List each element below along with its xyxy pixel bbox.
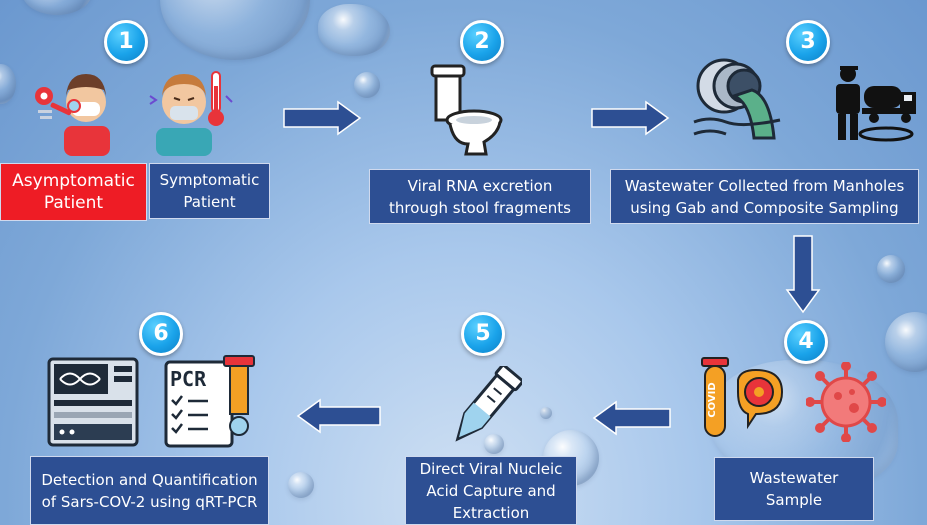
water-drop: [877, 255, 905, 283]
step-badge-1: 1: [104, 20, 148, 64]
arrow-right-2: [591, 100, 670, 136]
sample-tube-icon: COVID: [701, 357, 784, 437]
pcr-machine-icon: [47, 357, 139, 447]
step-badge-6: 6: [139, 312, 183, 356]
water-drop: [354, 72, 380, 98]
arrow-down: [785, 235, 821, 314]
toilet-icon: [430, 64, 503, 156]
symptomatic-patient-icon: [149, 71, 233, 156]
arrow-left-1: [592, 400, 671, 436]
step-badge-3: 3: [786, 20, 830, 64]
label-nucleic-acid-extraction: Direct Viral Nucleic Acid Capture and Ex…: [405, 456, 577, 525]
label-wastewater-sample: Wastewater Sample: [714, 457, 874, 521]
water-drop: [160, 0, 310, 60]
virus-icon: [806, 362, 886, 442]
water-drop: [484, 434, 504, 454]
water-drop: [0, 64, 16, 104]
label-rna-excretion: Viral RNA excretion through stool fragme…: [369, 169, 591, 224]
centrifuge-tube-icon: [455, 366, 522, 442]
arrow-left-2: [296, 398, 381, 434]
water-drop: [22, 0, 92, 15]
asymptomatic-patient-icon: [35, 74, 110, 156]
water-drop: [540, 407, 552, 419]
arrow-right-1: [283, 100, 362, 136]
pcr-report-icon: PCR: [164, 355, 255, 448]
water-drop: [318, 4, 390, 56]
sewage-truck-icon: [836, 66, 916, 142]
sewer-pipe-icon: [693, 58, 781, 140]
step-badge-5: 5: [461, 312, 505, 356]
covid-tube-text: COVID: [707, 382, 718, 417]
water-drop: [288, 472, 314, 498]
water-drop: [885, 312, 927, 372]
label-symptomatic-patient: Symptomatic Patient: [149, 163, 270, 219]
label-detection-quantification: Detection and Quantification of Sars-COV…: [30, 456, 269, 525]
step-badge-4: 4: [784, 320, 828, 364]
step-badge-2: 2: [460, 20, 504, 64]
label-asymptomatic-patient: Asymptomatic Patient: [0, 163, 147, 221]
pcr-report-text: PCR: [170, 367, 207, 391]
label-wastewater-collected: Wastewater Collected from Manholes using…: [610, 169, 919, 224]
